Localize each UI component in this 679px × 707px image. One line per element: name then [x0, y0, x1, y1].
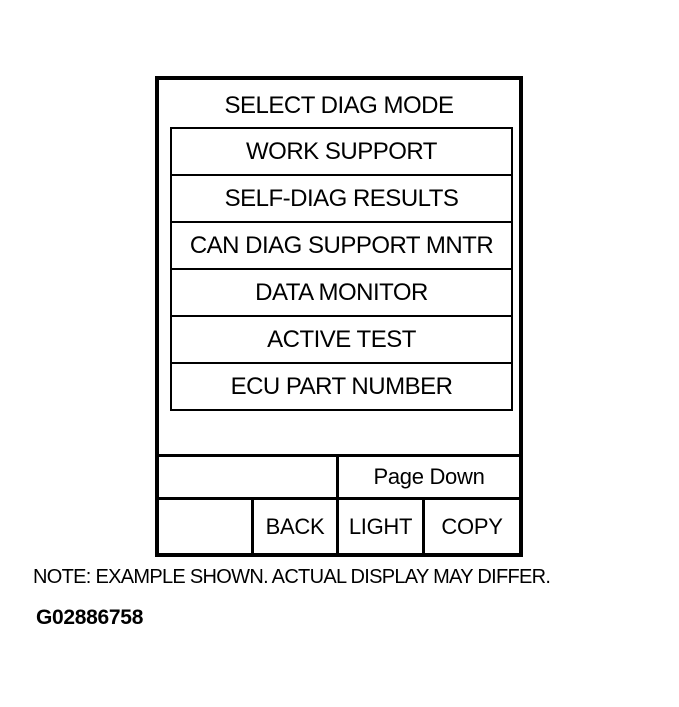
- control-row-top: Page Down: [159, 457, 519, 500]
- control-panel: Page Down BACK LIGHT COPY: [159, 454, 519, 553]
- scan-tool-screen: SELECT DIAG MODE WORK SUPPORT SELF-DIAG …: [155, 76, 523, 557]
- menu-item-data-monitor[interactable]: DATA MONITOR: [172, 268, 511, 315]
- menu-item-work-support[interactable]: WORK SUPPORT: [172, 129, 511, 174]
- back-button[interactable]: BACK: [254, 500, 339, 553]
- control-row-bottom: BACK LIGHT COPY: [159, 500, 519, 553]
- page-down-button[interactable]: Page Down: [373, 464, 485, 489]
- menu-item-active-test[interactable]: ACTIVE TEST: [172, 315, 511, 362]
- figure-id: G02886758: [36, 606, 144, 629]
- copy-button[interactable]: COPY: [441, 513, 503, 539]
- control-cell-blank-bottom: [159, 500, 254, 553]
- menu-item-ecu-part-number[interactable]: ECU PART NUMBER: [172, 362, 511, 409]
- note-text: NOTE: EXAMPLE SHOWN. ACTUAL DISPLAY MAY …: [33, 566, 551, 588]
- screen-title: SELECT DIAG MODE: [224, 92, 454, 119]
- menu-item-self-diag-results[interactable]: SELF-DIAG RESULTS: [172, 174, 511, 221]
- light-button[interactable]: LIGHT: [339, 500, 425, 553]
- diag-mode-menu: WORK SUPPORT SELF-DIAG RESULTS CAN DIAG …: [170, 127, 513, 411]
- menu-item-can-diag-support-mntr[interactable]: CAN DIAG SUPPORT MNTR: [172, 221, 511, 268]
- control-cell-blank-top: [159, 457, 339, 497]
